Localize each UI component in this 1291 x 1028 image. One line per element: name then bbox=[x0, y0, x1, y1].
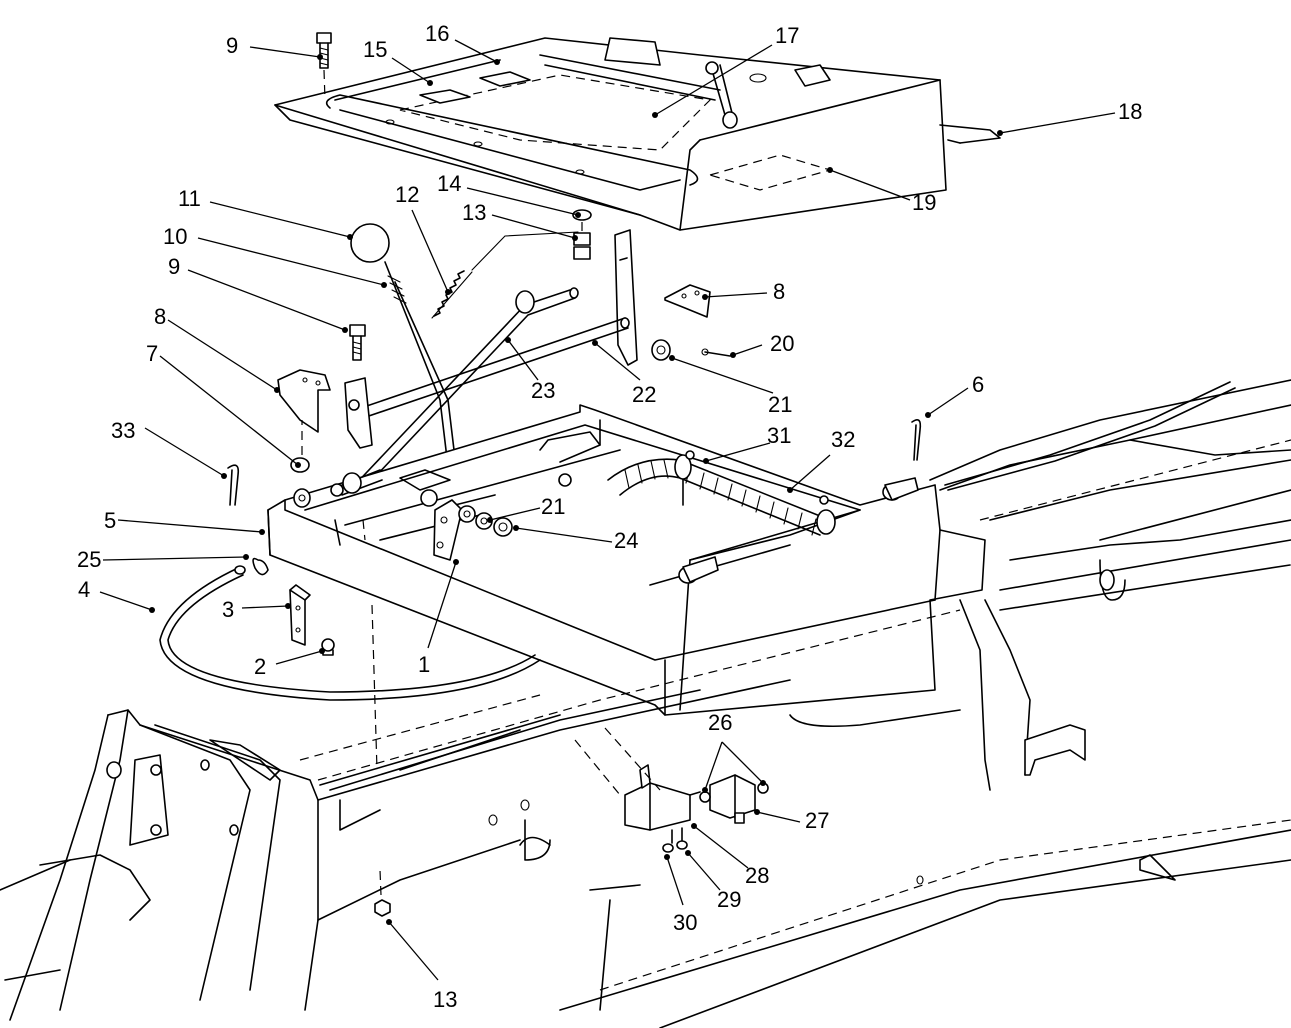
cotter-pin-20 bbox=[701, 348, 731, 357]
alignment-line bbox=[371, 604, 378, 771]
callout-9-top: 9 bbox=[226, 33, 238, 58]
callout-15: 15 bbox=[363, 37, 387, 62]
callout-2: 2 bbox=[254, 654, 266, 679]
callout-19: 19 bbox=[912, 190, 936, 215]
callout-30: 30 bbox=[673, 910, 697, 935]
callout-labels: 9 15 16 17 18 19 14 13 11 12 10 9 8 8 20… bbox=[77, 21, 1142, 1012]
bolt-9-top bbox=[316, 32, 332, 101]
cable-4 bbox=[159, 565, 541, 701]
callout-25: 25 bbox=[77, 547, 101, 572]
callout-31: 31 bbox=[767, 423, 791, 448]
callout-32: 32 bbox=[831, 427, 855, 452]
callout-20: 20 bbox=[770, 331, 794, 356]
callout-14: 14 bbox=[437, 171, 461, 196]
callout-16: 16 bbox=[425, 21, 449, 46]
callout-9-left: 9 bbox=[168, 254, 180, 279]
callout-29: 29 bbox=[717, 887, 741, 912]
springs-31-32 bbox=[607, 450, 836, 536]
pivot-pin bbox=[330, 469, 383, 497]
lever-pivot-plate bbox=[433, 499, 463, 561]
seat-pan bbox=[274, 37, 1001, 231]
callout-8-left: 8 bbox=[154, 304, 166, 329]
rod-22 bbox=[354, 317, 630, 421]
cotter-pin-6 bbox=[911, 419, 922, 461]
callout-18: 18 bbox=[1118, 99, 1142, 124]
callout-5: 5 bbox=[104, 508, 116, 533]
cotter-pin-33 bbox=[227, 464, 240, 506]
callout-21-top: 21 bbox=[768, 392, 792, 417]
callout-6: 6 bbox=[972, 372, 984, 397]
fastener-stack-13-14 bbox=[572, 209, 592, 260]
callout-13-bottom: 13 bbox=[433, 987, 457, 1012]
lever-rod-23 bbox=[349, 287, 579, 496]
callout-12: 12 bbox=[395, 182, 419, 207]
bolt-9-left bbox=[349, 324, 366, 361]
callout-24: 24 bbox=[614, 528, 638, 553]
callout-3: 3 bbox=[222, 597, 234, 622]
callout-22: 22 bbox=[632, 382, 656, 407]
callout-33: 33 bbox=[111, 418, 135, 443]
latch-plate bbox=[614, 229, 638, 366]
bracket-3 bbox=[289, 584, 311, 646]
alignment-line-2 bbox=[362, 519, 366, 541]
callout-28: 28 bbox=[745, 863, 769, 888]
callout-23: 23 bbox=[531, 378, 555, 403]
callout-leaders bbox=[99, 39, 1116, 981]
callout-27: 27 bbox=[805, 808, 829, 833]
switch-assembly bbox=[574, 727, 769, 853]
callout-1: 1 bbox=[418, 652, 430, 677]
bracket-8-right bbox=[664, 284, 711, 318]
callout-21-bottom: 21 bbox=[541, 494, 565, 519]
seat-base-frame bbox=[267, 404, 986, 716]
callout-4: 4 bbox=[78, 577, 90, 602]
screw-2 bbox=[321, 638, 335, 656]
callout-7: 7 bbox=[146, 341, 158, 366]
clip-25 bbox=[252, 557, 269, 576]
washers-21-24 bbox=[458, 505, 513, 537]
callout-13-top: 13 bbox=[462, 200, 486, 225]
bracket-8-left bbox=[277, 369, 373, 449]
callout-17: 17 bbox=[775, 23, 799, 48]
washer-21-top bbox=[651, 339, 671, 361]
tractor-frame bbox=[0, 379, 1291, 1028]
callout-26: 26 bbox=[708, 710, 732, 735]
nut-13-bottom bbox=[374, 869, 391, 917]
callout-11: 11 bbox=[178, 186, 201, 211]
callout-10: 10 bbox=[163, 224, 187, 249]
callout-8-right: 8 bbox=[773, 279, 785, 304]
